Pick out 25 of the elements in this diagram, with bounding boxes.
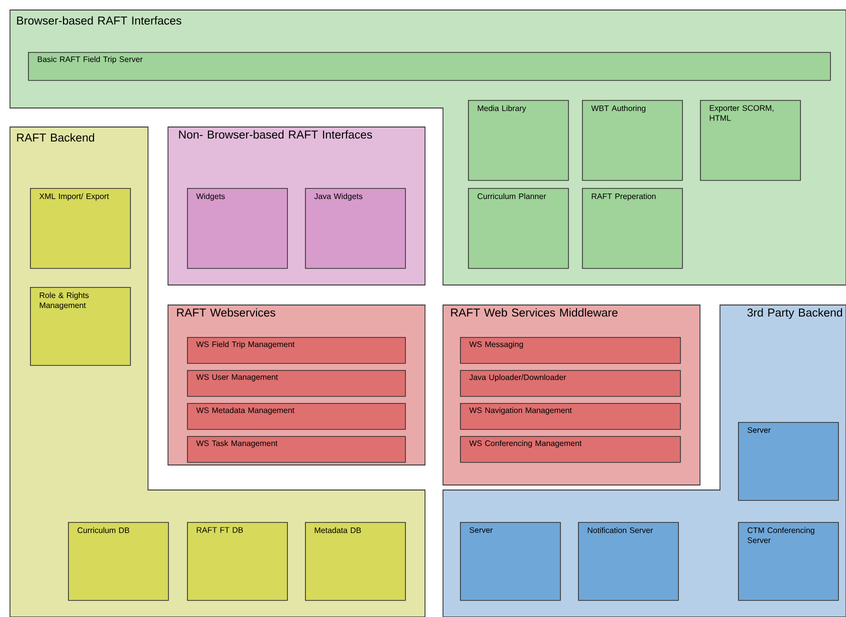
- component-box: Server: [460, 522, 561, 601]
- component-box: RAFT Preperation: [582, 188, 683, 269]
- component-box: WS Messaging: [460, 337, 681, 364]
- component-box: Java Widgets: [305, 188, 406, 269]
- component-box: Metadata DB: [305, 522, 406, 601]
- component-box: Notification Server: [578, 522, 679, 601]
- component-box: WS Navigation Management: [460, 403, 681, 430]
- component-box: Curriculum Planner: [468, 188, 569, 269]
- component-box: WS Task Management: [187, 436, 406, 463]
- component-box: Server: [738, 422, 839, 501]
- component-box: XML Import/ Export: [30, 188, 131, 269]
- component-box: WBT Authoring: [582, 100, 683, 181]
- component-box: Basic RAFT Field Trip Server: [28, 52, 831, 81]
- component-box: CTM Conferencing Server: [738, 522, 839, 601]
- component-box: WS Conferencing Management: [460, 436, 681, 463]
- component-box: WS Field Trip Management: [187, 337, 406, 364]
- component-box: Widgets: [187, 188, 288, 269]
- component-box: Curriculum DB: [68, 522, 169, 601]
- component-box: Media Library: [468, 100, 569, 181]
- component-box: Role & Rights Management: [30, 287, 131, 366]
- component-box: RAFT FT DB: [187, 522, 288, 601]
- component-box: Java Uploader/Downloader: [460, 370, 681, 397]
- component-box: Exporter SCORM, HTML: [700, 100, 801, 181]
- component-box: WS Metadata Management: [187, 403, 406, 430]
- component-box: WS User Management: [187, 370, 406, 397]
